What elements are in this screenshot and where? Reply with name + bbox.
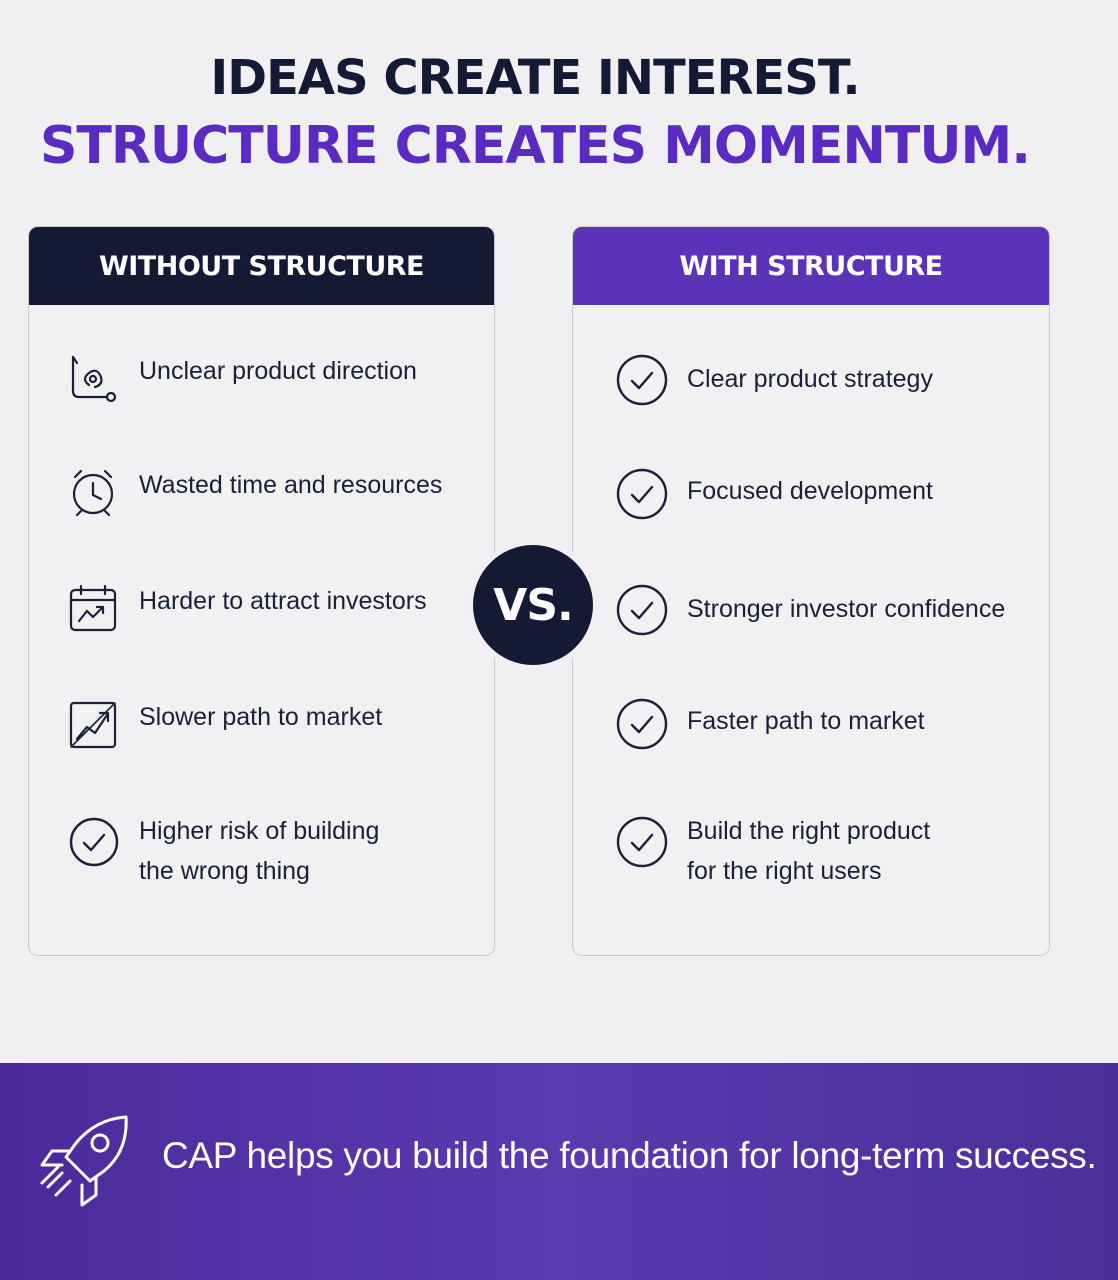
vs-badge: VS. (473, 545, 593, 665)
list-item: Stronger investor confidence (615, 583, 1005, 637)
item-line: Faster path to market (687, 707, 925, 735)
list-item: Harder to attract investors (67, 581, 427, 635)
item-label: Wasted time and resources (139, 465, 442, 505)
item-line: Unclear product direction (139, 357, 417, 385)
without-structure-panel: WITHOUT STRUCTURE Unclear product direct… (28, 226, 495, 956)
item-label: Focused development (687, 471, 933, 511)
item-line: for the right users (687, 857, 882, 885)
list-item: Higher risk of building the wrong thing (67, 811, 379, 891)
check-circle-icon (616, 698, 668, 750)
item-label: Faster path to market (687, 701, 925, 741)
item-line: Stronger investor confidence (687, 595, 1006, 623)
trend-chart-icon (69, 701, 117, 749)
item-label: Harder to attract investors (139, 581, 427, 621)
item-label: Unclear product direction (139, 351, 417, 391)
item-line: Wasted time and resources (139, 471, 443, 499)
calendar-chart-icon (69, 584, 117, 632)
item-label: Stronger investor confidence (687, 589, 1005, 629)
item-line: Focused development (687, 477, 933, 505)
check-circle-icon (69, 817, 119, 867)
list-item: Faster path to market (615, 697, 925, 751)
item-line: the wrong thing (139, 857, 310, 885)
item-line: Build the right product (687, 817, 931, 845)
item-line: Clear product strategy (687, 365, 933, 393)
rocket-icon (40, 1115, 128, 1207)
item-line: Slower path to market (139, 703, 383, 731)
list-item: Focused development (615, 467, 933, 521)
with-structure-title: WITH STRUCTURE (573, 227, 1049, 305)
route-icon (71, 355, 117, 403)
list-item: Slower path to market (67, 697, 382, 751)
with-structure-panel: WITH STRUCTURE Clear product strategy Fo… (572, 226, 1050, 956)
check-circle-icon (616, 816, 668, 868)
item-line: Higher risk of building (139, 817, 380, 845)
list-item: Clear product strategy (615, 353, 933, 407)
alarm-clock-icon (72, 469, 114, 517)
headline-line-2: STRUCTURE CREATES MOMENTUM. (39, 116, 1031, 176)
headline-line-1: IDEAS CREATE INTEREST. (210, 50, 860, 106)
list-item: Build the right product for the right us… (615, 811, 930, 891)
footer-tagline: CAP helps you build the foundation for l… (162, 1135, 1097, 1176)
item-label: Clear product strategy (687, 359, 933, 399)
item-label: Slower path to market (139, 697, 382, 737)
check-circle-icon (616, 584, 668, 636)
item-line: Harder to attract investors (139, 587, 427, 615)
without-structure-title: WITHOUT STRUCTURE (29, 227, 494, 305)
list-item: Wasted time and resources (67, 465, 442, 519)
check-circle-icon (616, 354, 668, 406)
list-item: Unclear product direction (67, 351, 417, 405)
item-label: Higher risk of building the wrong thing (139, 811, 379, 891)
footer-banner: CAP helps you build the foundation for l… (0, 1063, 1118, 1280)
item-label: Build the right product for the right us… (687, 811, 930, 891)
check-circle-icon (616, 468, 668, 520)
